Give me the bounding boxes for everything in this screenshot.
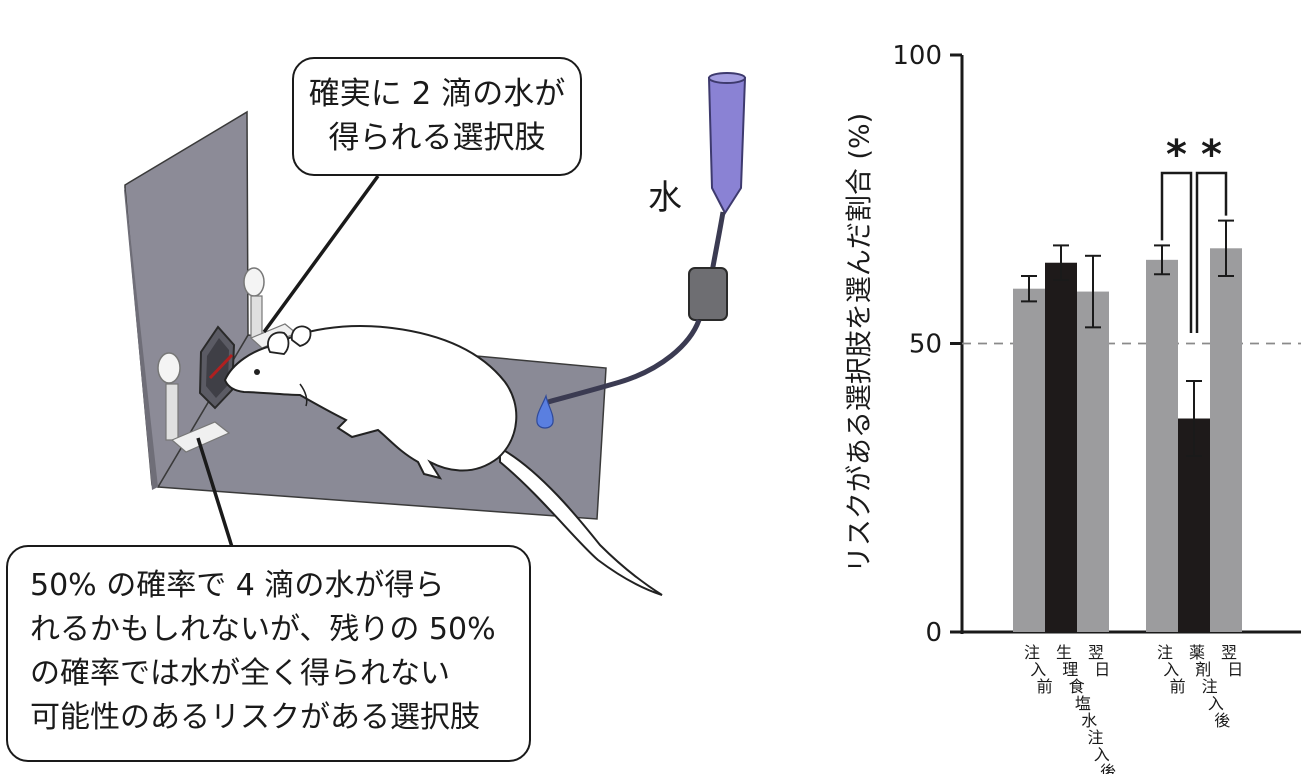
- x-category-label: 注入前: [1157, 643, 1186, 696]
- callout-certain-line: 確実に 2 滴の水が: [308, 76, 566, 112]
- bar: [1077, 291, 1109, 632]
- significance-marker: *: [1201, 132, 1222, 178]
- significance-bracket: [1160, 171, 1193, 333]
- y-axis-title-text: リスクがある選択肢を選んだ割合 (%): [844, 112, 876, 574]
- significance-bracket: [1195, 171, 1228, 333]
- x-category-label: 生理食塩水注入後: [1056, 643, 1116, 774]
- callout-risky-line: の確率では水が全く得られない: [30, 656, 450, 691]
- callout-risky-line: 50% の確率で 4 滴の水が得ら: [30, 568, 445, 603]
- callout-risky-line: 可能性のあるリスクがある選択肢: [30, 700, 480, 735]
- x-category-label: 翌日: [1221, 643, 1243, 679]
- x-category-label: 薬剤注入後: [1189, 643, 1230, 730]
- cage-wall-edge: [124, 188, 158, 490]
- experiment-diagram: [124, 72, 747, 596]
- lever-risky: [157, 352, 231, 453]
- callout-pointer-risky: [196, 437, 234, 548]
- water-supply: [536, 72, 747, 429]
- nose-poke-port: [198, 325, 236, 410]
- lever-certain: [243, 267, 298, 349]
- callout-pointer-certain: [262, 174, 380, 334]
- callout-certain-line: 得られる選択肢: [328, 120, 546, 156]
- callout-risky-line: れるかもしれないが、残りの 50%: [30, 612, 496, 647]
- rat: [223, 325, 663, 596]
- y-tick-label: 50: [909, 330, 942, 360]
- bar: [1045, 262, 1077, 632]
- x-category-label: 翌日: [1088, 643, 1110, 679]
- bar: [1210, 248, 1242, 633]
- bar: [1146, 259, 1178, 632]
- water-label: 水: [648, 178, 682, 218]
- x-category-label: 注入前: [1024, 643, 1053, 696]
- y-tick-label: 100: [892, 41, 942, 71]
- y-tick-label: 0: [925, 618, 942, 648]
- callout-risky-option: 50% の確率で 4 滴の水が得ら れるかもしれないが、残りの 50% の確率で…: [6, 545, 531, 762]
- water-drop: [536, 393, 554, 429]
- bar: [1013, 288, 1045, 632]
- significance-marker: *: [1166, 132, 1187, 178]
- callout-certain-option: 確実に 2 滴の水が 得られる選択肢: [292, 57, 582, 176]
